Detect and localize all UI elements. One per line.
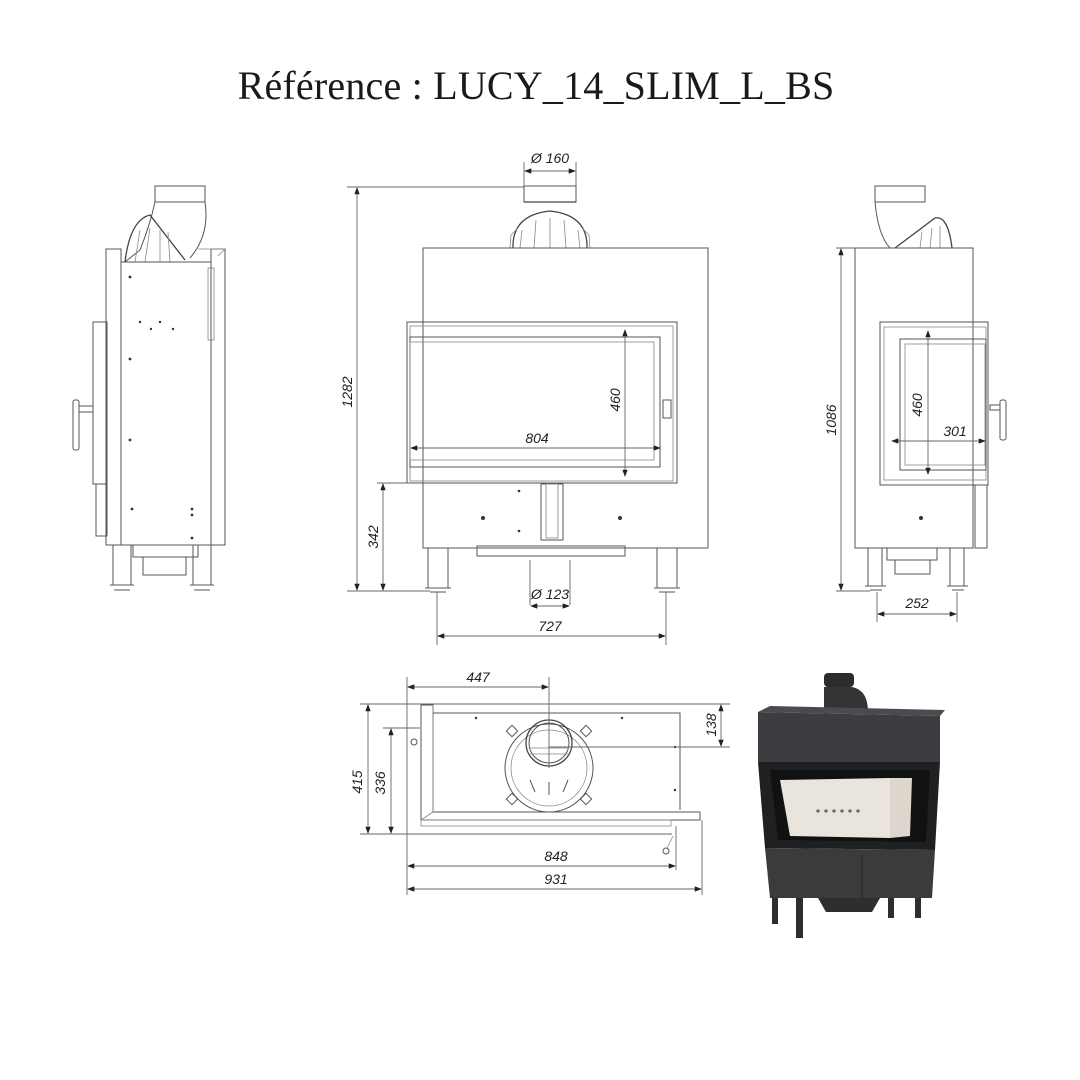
title-label: Référence :	[237, 63, 423, 108]
dim-flue-offset-x: 447	[466, 669, 491, 685]
dim-glass-width: 804	[525, 430, 549, 446]
right-side-view: 1086 460 301 252	[823, 185, 1007, 622]
dim-leg-spacing: 727	[538, 618, 563, 634]
front-view: Ø 160 1282 342 804 460 Ø 123 727	[339, 150, 709, 645]
dim-side-leg-spacing: 252	[904, 595, 929, 611]
dim-body-height: 1086	[823, 404, 839, 435]
dim-side-glass-width: 301	[943, 423, 966, 439]
top-view: 447 138 415 336 848 931	[349, 669, 730, 895]
title-reference: LUCY_14_SLIM_L_BS	[433, 63, 835, 108]
dim-total-height: 1282	[339, 376, 355, 407]
page-title: Référence : LUCY_14_SLIM_L_BS	[0, 62, 1080, 109]
product-photo	[758, 673, 945, 938]
dim-depth-body: 336	[372, 771, 388, 795]
left-side-view	[72, 185, 226, 591]
dim-depth-total: 415	[349, 770, 365, 794]
dim-width-total: 931	[544, 871, 567, 887]
dim-flue-offset-y: 138	[703, 713, 719, 737]
dim-air-inlet: Ø 123	[530, 586, 569, 602]
dim-width-body: 848	[544, 848, 568, 864]
dim-side-glass-height: 460	[909, 393, 925, 417]
dim-flue-top: Ø 160	[530, 150, 569, 166]
dim-base-height: 342	[365, 525, 381, 549]
dim-glass-height: 460	[607, 388, 623, 412]
